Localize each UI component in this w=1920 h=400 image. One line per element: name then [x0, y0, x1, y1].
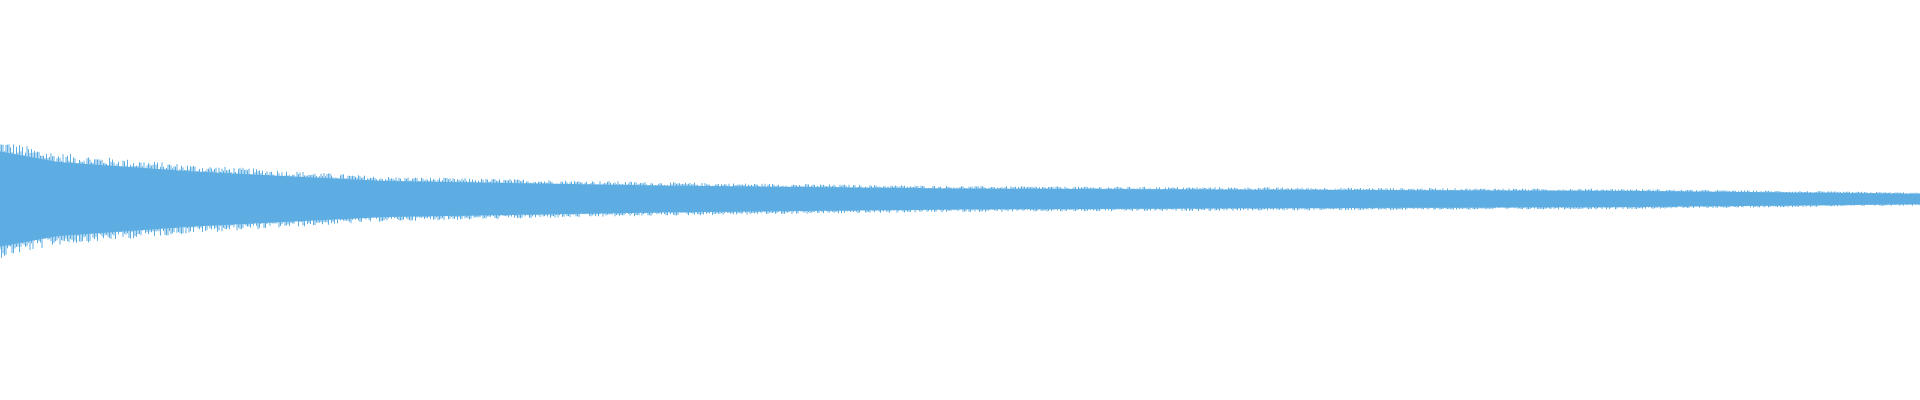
- waveform-peaks: [0, 144, 1920, 258]
